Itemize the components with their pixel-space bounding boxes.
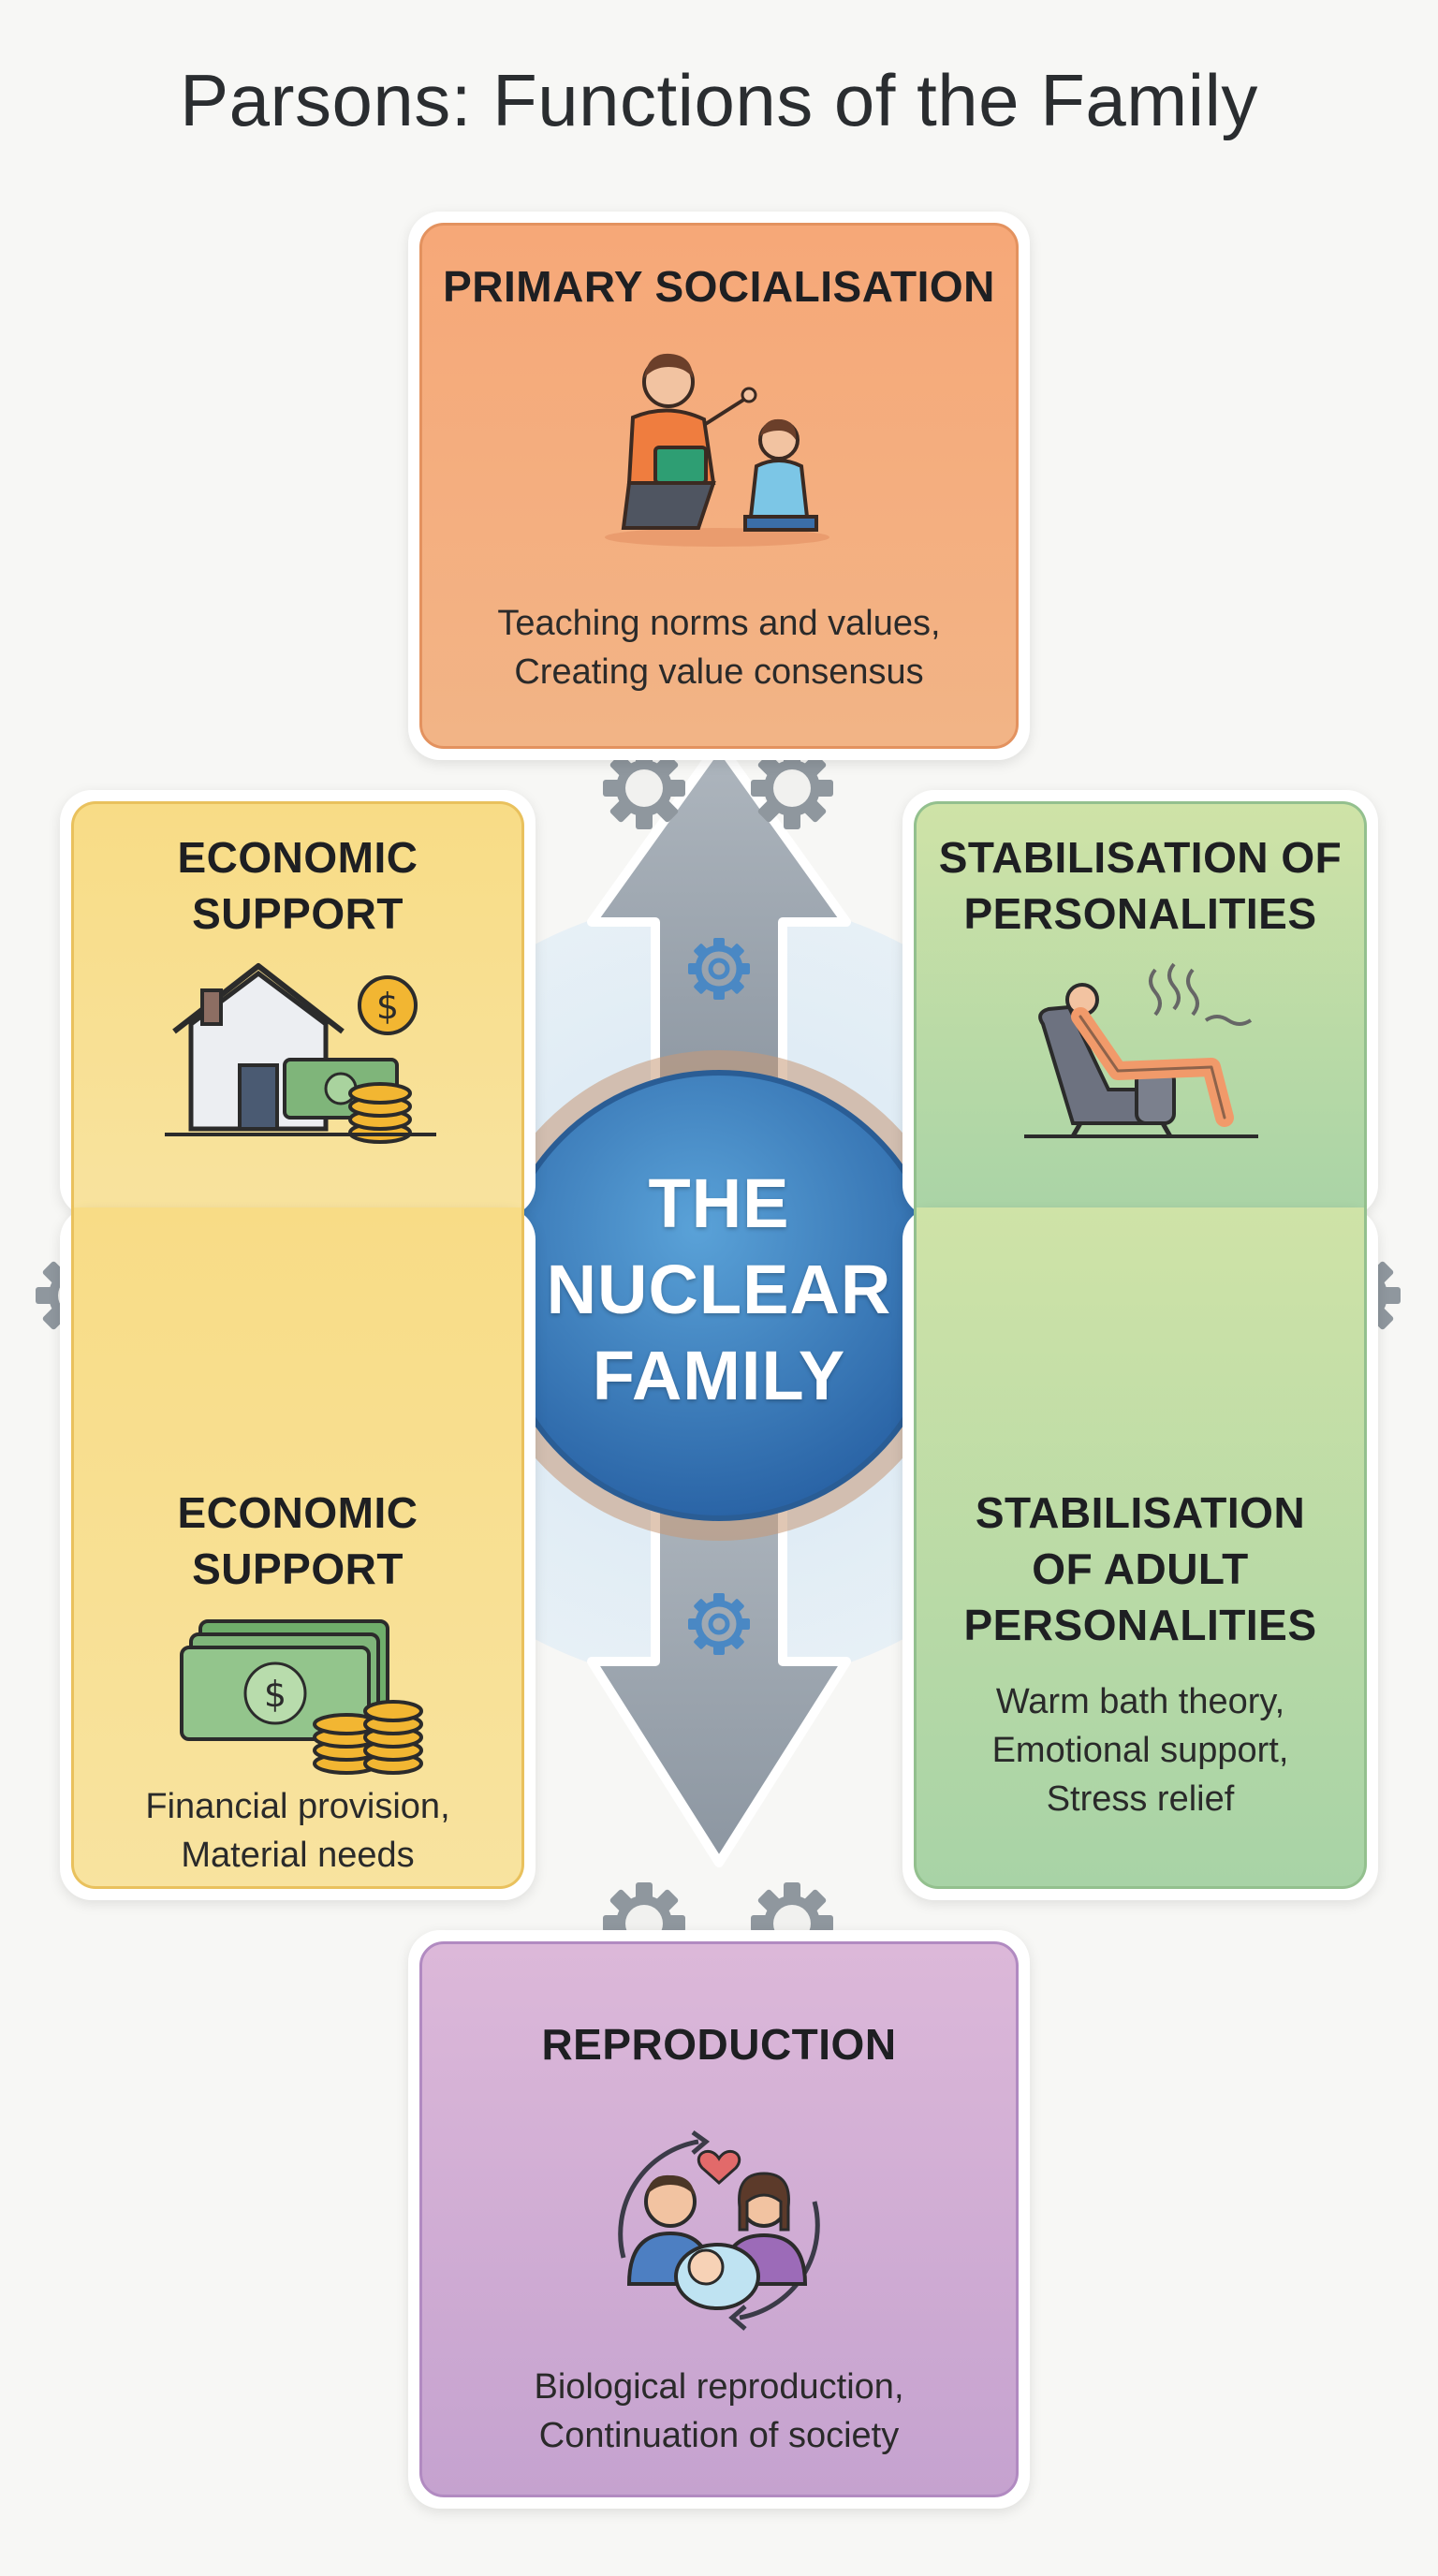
card-description: Financial provision, Material needs <box>145 1787 450 1875</box>
card-description: Biological reproduction, Continuation of… <box>534 2367 904 2455</box>
card-economic-support-upper: ECONOMIC SUPPORT $ <box>60 790 536 1228</box>
card-stabilisation-of-personalities: STABILISATION OF PERSONALITIES <box>902 790 1378 1228</box>
mother-teaching-child-icon <box>605 353 829 547</box>
card-description: Teaching norms and values, Creating valu… <box>497 604 941 692</box>
card-economic-support-lower: ECONOMIC SUPPORT $ Financial provision, … <box>60 1208 536 1900</box>
card-reproduction: REPRODUCTION Biological reproduction, Co… <box>408 1930 1030 2509</box>
card-heading: STABILISATION OF ADULT PERSONALITIES <box>963 1488 1317 1649</box>
card-stabilisation-of-adult-personalities: STABILISATION OF ADULT PERSONALITIES War… <box>902 1208 1378 1900</box>
person-relaxing-in-armchair-icon <box>1024 962 1258 1138</box>
cash-and-coins-icon: $ <box>180 1619 423 1775</box>
parents-and-baby-cycle-icon <box>618 2130 820 2331</box>
card-heading: STABILISATION OF PERSONALITIES <box>938 833 1343 938</box>
svg-text:$: $ <box>264 1674 286 1715</box>
house-and-money-icon: $ <box>165 963 436 1144</box>
card-heading: REPRODUCTION <box>541 2020 897 2069</box>
card-heading: ECONOMIC SUPPORT <box>177 833 418 938</box>
card-primary-socialisation: PRIMARY SOCIALISATION Teaching norms and… <box>408 212 1030 760</box>
svg-text:$: $ <box>376 986 399 1027</box>
centre-label: THE NUCLEAR FAMILY <box>546 1164 892 1414</box>
card-description: Warm bath theory, Emotional support, Str… <box>991 1682 1289 1819</box>
page-title: Parsons: Functions of the Family <box>180 59 1258 141</box>
card-heading: ECONOMIC SUPPORT <box>177 1488 418 1593</box>
card-heading: PRIMARY SOCIALISATION <box>443 262 995 311</box>
